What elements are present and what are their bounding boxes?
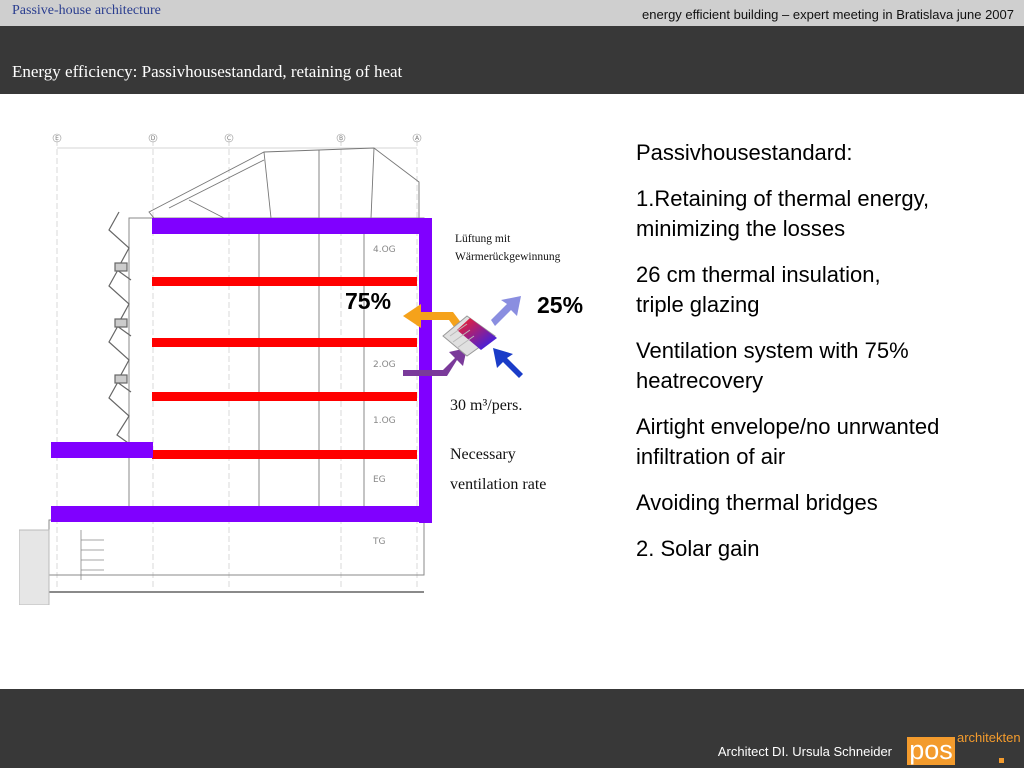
grid-label-b: B bbox=[339, 135, 343, 142]
heat-exchanger bbox=[442, 315, 497, 357]
content-list: Passivhousestandard: 1.Retaining of ther… bbox=[636, 138, 1006, 580]
building-outline bbox=[19, 217, 425, 605]
rate-label-line2: ventilation rate bbox=[450, 476, 547, 493]
grid-markers: E D C B A bbox=[52, 133, 422, 149]
grid-label-a: A bbox=[415, 135, 420, 142]
recovery-percent: 75% bbox=[345, 288, 392, 314]
section-title: Passive-house architecture bbox=[12, 3, 161, 18]
content-point-1: 1.Retaining of thermal energy, minimizin… bbox=[636, 186, 930, 241]
top-bar: Passive-house architecture energy effici… bbox=[0, 0, 1024, 26]
event-title: energy efficient building – expert meeti… bbox=[642, 7, 1014, 22]
balconies bbox=[108, 211, 132, 446]
building-section-drawing: E D C B A bbox=[19, 130, 494, 605]
company-logo: pos architekten bbox=[907, 730, 1024, 768]
logo-sub: architekten bbox=[957, 730, 1021, 745]
basement-stair bbox=[80, 530, 104, 580]
slide-title-bar: Energy efficiency: Passivhousestandard, … bbox=[0, 26, 1024, 94]
content-point-4: Airtight envelope/no unrwanted infiltrat… bbox=[636, 414, 940, 469]
fresh-air-arrow bbox=[493, 348, 523, 378]
heated-floor-slabs bbox=[152, 277, 417, 459]
ventilation-label-line2: Wärmerückgewinnung bbox=[455, 251, 561, 263]
content-point-6: 2. Solar gain bbox=[636, 536, 760, 561]
slide-title: Energy efficiency: Passivhousestandard, … bbox=[12, 62, 403, 81]
heat-recovery-diagram bbox=[403, 296, 523, 378]
floor-label-tg: TG bbox=[372, 537, 385, 547]
slab-2og bbox=[152, 392, 417, 401]
recovery-arrow bbox=[403, 304, 465, 334]
floor-label-4og: 4.OG bbox=[373, 245, 396, 255]
author-credit: Architect DI. Ursula Schneider bbox=[717, 744, 892, 759]
rate-label-line1: Necessary bbox=[450, 446, 516, 463]
content-point-5: Avoiding thermal bridges bbox=[636, 490, 878, 515]
logo-main: pos bbox=[907, 737, 955, 765]
loss-percent: 25% bbox=[537, 292, 584, 318]
envelope-base bbox=[51, 506, 432, 522]
floor-label-1og: 1.OG bbox=[373, 416, 396, 426]
section-svg: E D C B A bbox=[19, 133, 432, 605]
logo-mark bbox=[999, 758, 1004, 763]
exhaust-arrow bbox=[491, 296, 521, 326]
slab-1og bbox=[152, 450, 417, 459]
rate-label: Necessary ventilation rate bbox=[450, 440, 546, 500]
rate-value: 30 m³/pers. bbox=[450, 397, 523, 414]
grid-label-e: E bbox=[55, 135, 59, 142]
ventilation-label-line1: Lüftung mit bbox=[455, 233, 511, 245]
footer-bar: Architect DI. Ursula Schneider bbox=[0, 689, 1024, 768]
content-point-2-line2: triple glazing bbox=[636, 292, 760, 317]
floor-label-eg: EG bbox=[373, 475, 386, 485]
grid-label-d: D bbox=[151, 135, 156, 142]
content-point-2: 26 cm thermal insulation, triple glazing bbox=[636, 260, 1006, 320]
grid-label-c: C bbox=[227, 135, 231, 142]
content-heading: Passivhousestandard: bbox=[636, 140, 853, 165]
structural-gridlines bbox=[56, 140, 418, 590]
thermal-envelope bbox=[51, 218, 432, 523]
envelope-ground-step bbox=[51, 442, 153, 458]
content-point-3: Ventilation system with 75% heatrecovery bbox=[636, 338, 909, 393]
slab-4og bbox=[152, 277, 417, 286]
slab-3og bbox=[152, 338, 417, 347]
envelope-roof bbox=[152, 218, 432, 234]
floor-labels: 4.OG 2.OG 1.OG EG TG bbox=[372, 245, 396, 547]
roof-structure bbox=[148, 147, 420, 219]
supply-arrow bbox=[403, 348, 467, 376]
floor-label-2og: 2.OG bbox=[373, 360, 396, 370]
content-point-2-line1: 26 cm thermal insulation, bbox=[636, 262, 881, 287]
ventilation-label: Lüftung mit Wärmerückgewinnung bbox=[455, 230, 560, 266]
